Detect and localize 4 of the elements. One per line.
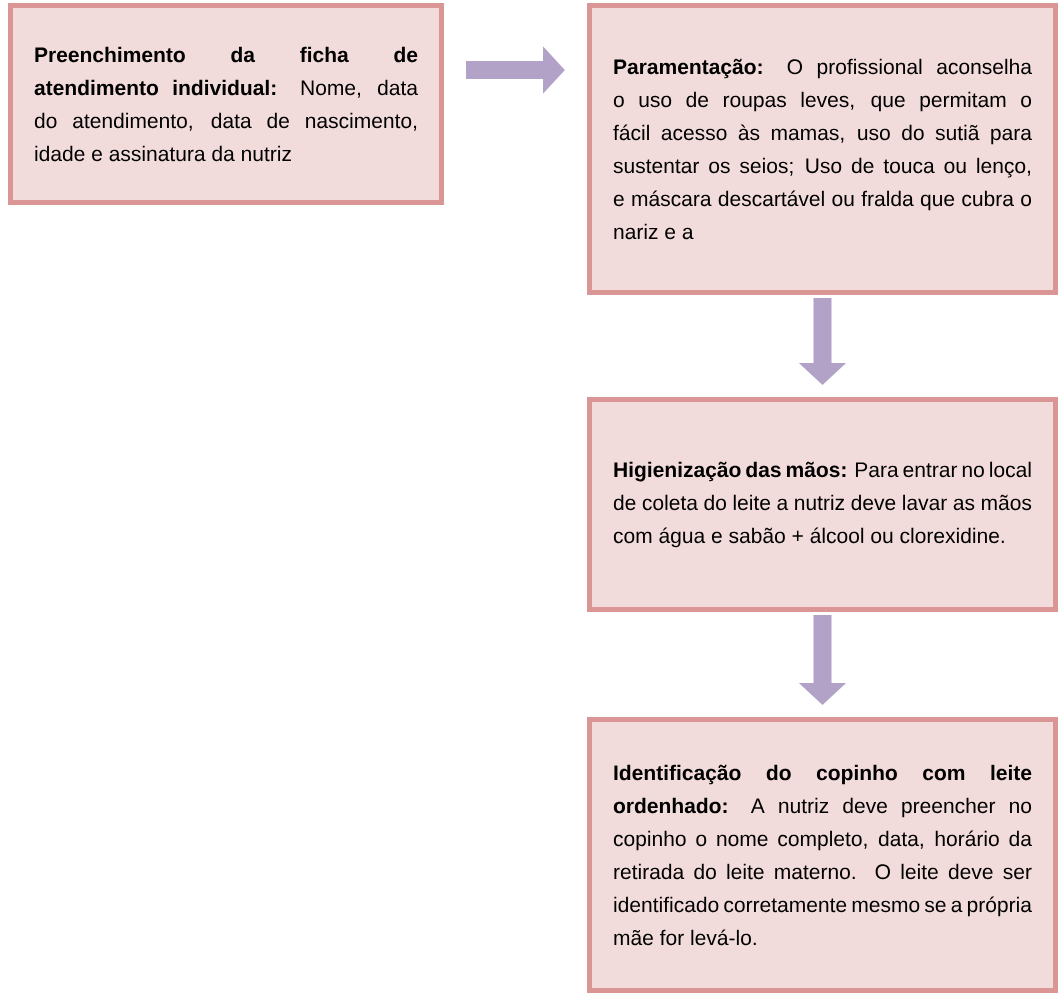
- process-box: Paramentação: O profissional aconselha o uso de roupas leves, que permitam o fácil acesso às mamas, uso do sutiã para sustentar os seios; Uso de touca ou lenço, e máscara descartável ou fralda que cubra o nariz e a: [587, 3, 1058, 295]
- process-box: Preenchimento da ficha de atendimento individual: Nome, data do atendimento, data de nascimento, idade e assinatura da nutriz: [8, 3, 444, 205]
- process-box: Higienização das mãos: Para entrar no local de coleta do leite a nutriz deve lavar as mãos com água e sabão + álcool ou clorexidine.: [587, 397, 1058, 612]
- process-box: Identificação do copinho com leite ordenhado: A nutriz deve preencher no copinho o nome completo, data, horário da retirada do leite materno. O leite deve ser identificado corretamente mesmo se a própria mãe for levá-lo.: [587, 717, 1058, 993]
